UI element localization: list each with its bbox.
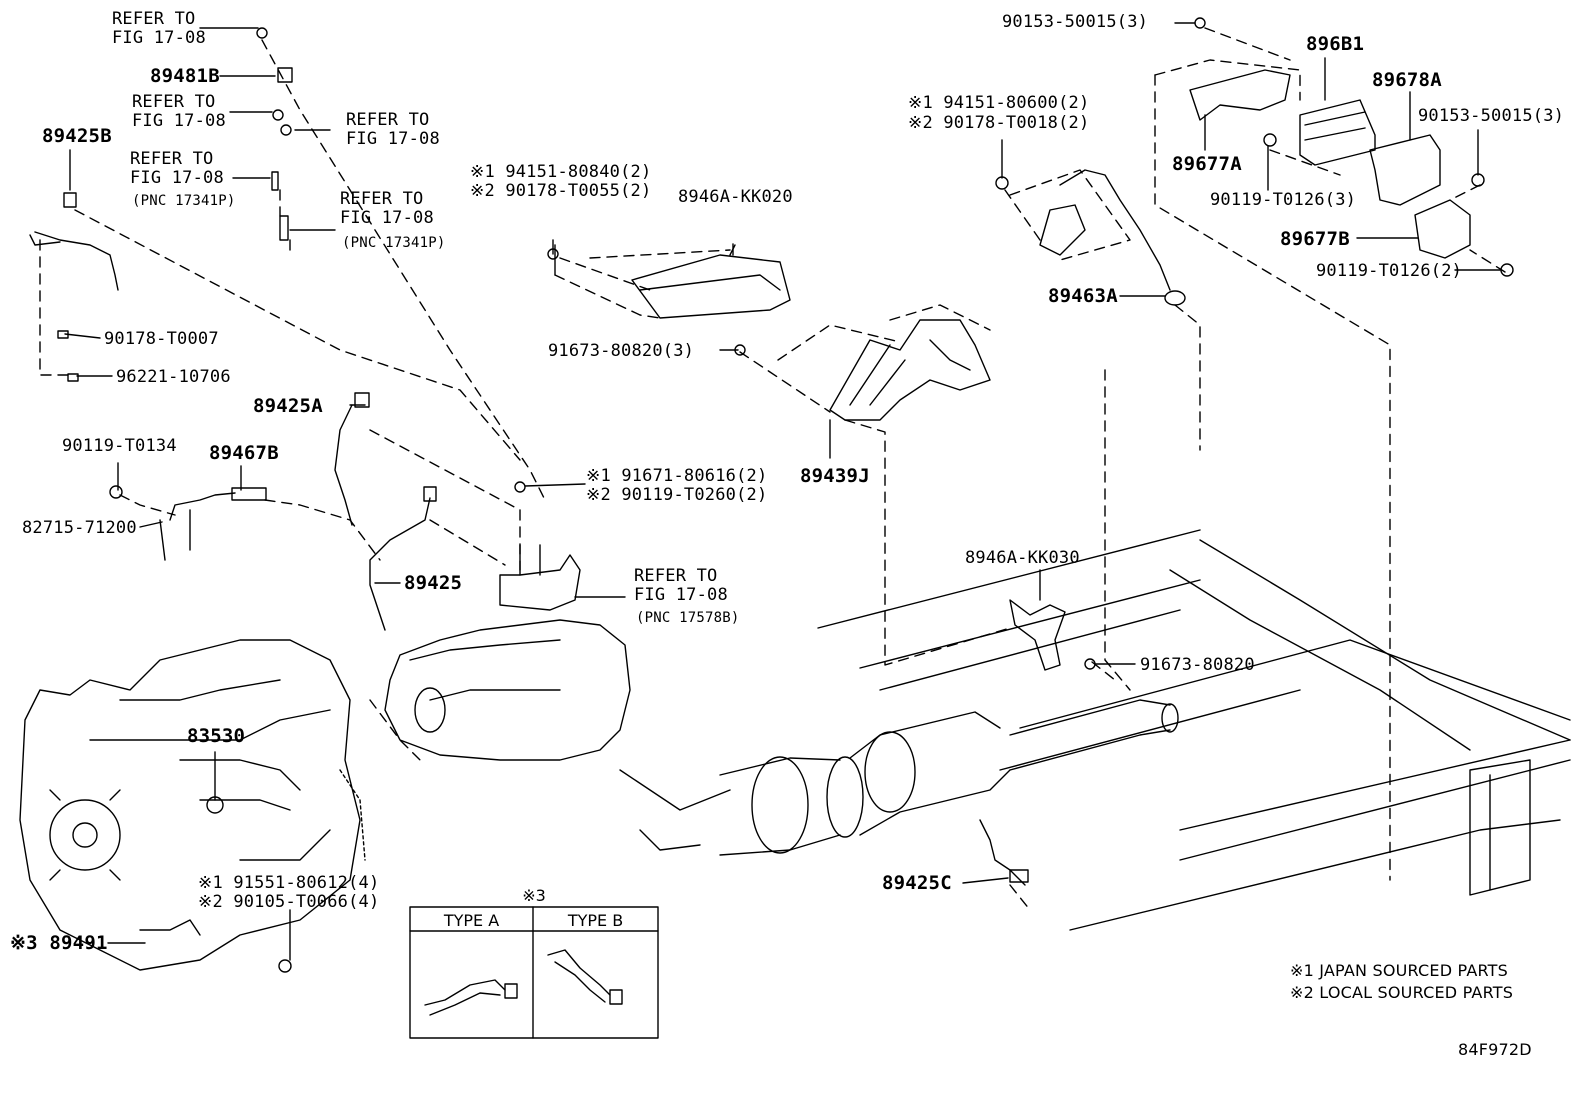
part-89463A: 89463A	[1048, 285, 1118, 307]
part-89439J: 89439J	[800, 465, 870, 487]
part-90153-50015-right: 90153-50015(3)	[1418, 106, 1565, 126]
pnc-label-d: (PNC 17341P)	[132, 193, 236, 209]
part-89677A: 89677A	[1172, 153, 1242, 175]
figure-code: 84F972D	[1458, 1040, 1532, 1059]
part-896B1: 896B1	[1306, 33, 1365, 55]
note-local-sourced: ※2 LOCAL SOURCED PARTS	[1290, 983, 1514, 1002]
part-90153-50015-top: 90153-50015(3)	[1002, 12, 1149, 32]
refer-fig-label-a: REFER TO FIG 17-08	[112, 9, 206, 48]
part-90178-T0055: ※2 90178-T0055(2)	[470, 181, 652, 201]
part-91551-80612: ※1 91551-80612(4)	[198, 873, 380, 893]
pnc-label-e: (PNC 17341P)	[342, 235, 446, 251]
part-8946A-KK030: 8946A-KK030	[965, 548, 1080, 568]
type-a-label: TYPE A	[443, 911, 500, 930]
refer-fig-label-b: REFER TO FIG 17-08	[132, 92, 226, 131]
pnc-label-f: (PNC 17578B)	[636, 610, 740, 626]
type-selection-box	[409, 906, 659, 1039]
part-94151-80600: ※1 94151-80600(2)	[908, 93, 1090, 113]
note-japan-sourced: ※1 JAPAN SOURCED PARTS	[1290, 961, 1509, 980]
part-90119-T0126-2: 90119-T0126(2)	[1316, 261, 1463, 281]
part-91673-80820: 91673-80820	[1140, 655, 1255, 675]
type-box-header: ※3	[522, 886, 546, 905]
part-90178-T0007: 90178-T0007	[104, 329, 219, 349]
part-82715-71200: 82715-71200	[22, 518, 137, 538]
part-89425: 89425	[404, 572, 463, 594]
part-83530: 83530	[187, 725, 246, 747]
part-90119-T0126-3: 90119-T0126(3)	[1210, 190, 1357, 210]
small-parts	[29, 17, 1514, 973]
part-91671-80616: ※1 91671-80616(2)	[586, 466, 768, 486]
part-96221-10706: 96221-10706	[116, 367, 231, 387]
part-89425A: 89425A	[253, 395, 323, 417]
frame-rails	[817, 529, 1571, 931]
part-90119-T0260: ※2 90119-T0260(2)	[586, 485, 768, 505]
leader-lines	[64, 22, 1501, 961]
part-90105-T0066: ※2 90105-T0066(4)	[198, 892, 380, 912]
part-89425C: 89425C	[882, 872, 952, 894]
part-94151-80840: ※1 94151-80840(2)	[470, 162, 652, 182]
heat-insulator-8946A-KK020	[631, 244, 791, 319]
dashed-assembly-lines	[39, 27, 1506, 911]
part-90178-T0018: ※2 90178-T0018(2)	[908, 113, 1090, 133]
bracket-89439J	[829, 319, 991, 421]
refer-fig-label-d: REFER TO FIG 17-08	[130, 149, 224, 188]
part-89425B: 89425B	[42, 125, 112, 147]
engine-left	[19, 639, 366, 971]
exhaust-system	[619, 699, 1179, 856]
part-89677B: 89677B	[1280, 228, 1350, 250]
part-89467B: 89467B	[209, 442, 279, 464]
part-90119-T0134: 90119-T0134	[62, 436, 177, 456]
part-89481B: 89481B	[150, 65, 220, 87]
refer-fig-label-e: REFER TO FIG 17-08	[340, 189, 434, 228]
engine-right	[369, 619, 631, 761]
refer-fig-label-f: REFER TO FIG 17-08	[634, 566, 728, 605]
part-8946A-KK020: 8946A-KK020	[678, 187, 793, 207]
part-89678A: 89678A	[1372, 69, 1442, 91]
refer-fig-label-c: REFER TO FIG 17-08	[346, 110, 440, 149]
part-89491: ※3 89491	[10, 932, 108, 954]
type-b-label: TYPE B	[567, 911, 624, 930]
part-91673-80820-3: 91673-80820(3)	[548, 341, 695, 361]
ecu-group	[1189, 69, 1471, 259]
